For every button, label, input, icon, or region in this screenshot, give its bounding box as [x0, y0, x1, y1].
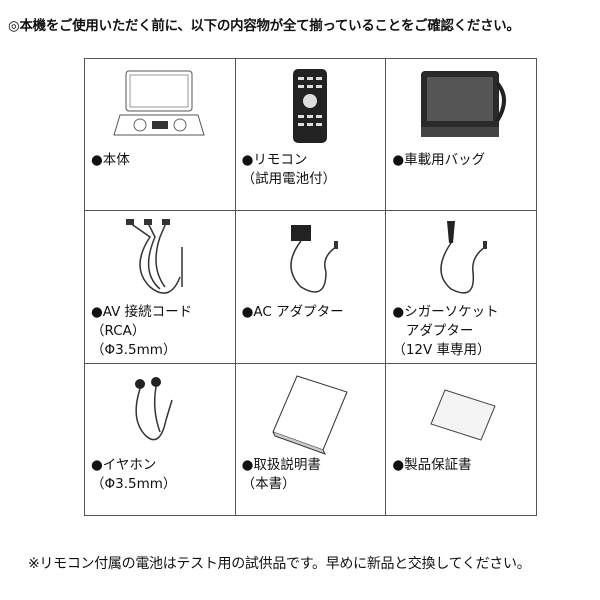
- warranty-card-icon: [430, 389, 496, 441]
- item-av-cable: ●AV 接続コード （RCA） （Φ3.5mm）: [85, 211, 236, 364]
- cigarette-adapter-icon: [440, 221, 488, 294]
- page-title: ◎本機をご使用いただく前に、以下の内容物が全て揃っていることをご確認ください。: [8, 19, 520, 34]
- item-label: ●リモコン （試用電池付）: [241, 152, 337, 187]
- item-label: ●本体: [91, 152, 130, 168]
- item-label: ●AV 接続コード （RCA） （Φ3.5mm）: [91, 304, 193, 359]
- item-label: ●取扱説明書 （本書）: [241, 456, 321, 492]
- item-ac-adapter: ●AC アダプター: [235, 211, 387, 364]
- ac-adapter-icon: [289, 225, 338, 293]
- item-label: ●製品保証書: [392, 456, 472, 473]
- battery-note: ※リモコン付属の電池はテスト用の試供品です。早めに新品と交換してください。: [28, 556, 531, 572]
- item-warranty: ●製品保証書: [386, 363, 537, 516]
- portable-dvd-player-icon: [113, 70, 205, 136]
- manual-icon: [271, 375, 348, 455]
- item-cigarette-adapter: ●シガーソケット アダプター （12V 車専用）: [386, 211, 537, 364]
- item-manual: ●取扱説明書 （本書）: [235, 363, 387, 516]
- item-label: ●シガーソケット アダプター （12V 車専用）: [392, 304, 499, 359]
- contents-grid: ●本体 ●リモコン （試用電池付） ●車載用バッグ ●AV 接続コード （RCA…: [84, 58, 537, 516]
- item-earphones: ●イヤホン （Φ3.5mm）: [85, 363, 236, 516]
- item-car-bag: ●車載用バッグ: [386, 59, 537, 212]
- car-bag-icon: [421, 71, 507, 137]
- item-remote: ●リモコン （試用電池付）: [235, 59, 387, 212]
- av-cable-icon: [126, 219, 183, 295]
- remote-control-icon: [292, 69, 327, 143]
- item-label: ●車載用バッグ: [392, 152, 486, 168]
- earphones-icon: [135, 376, 173, 440]
- item-label: ●イヤホン （Φ3.5mm）: [91, 456, 177, 492]
- item-label: ●AC アダプター: [241, 304, 344, 321]
- item-main-unit: ●本体: [85, 59, 236, 212]
